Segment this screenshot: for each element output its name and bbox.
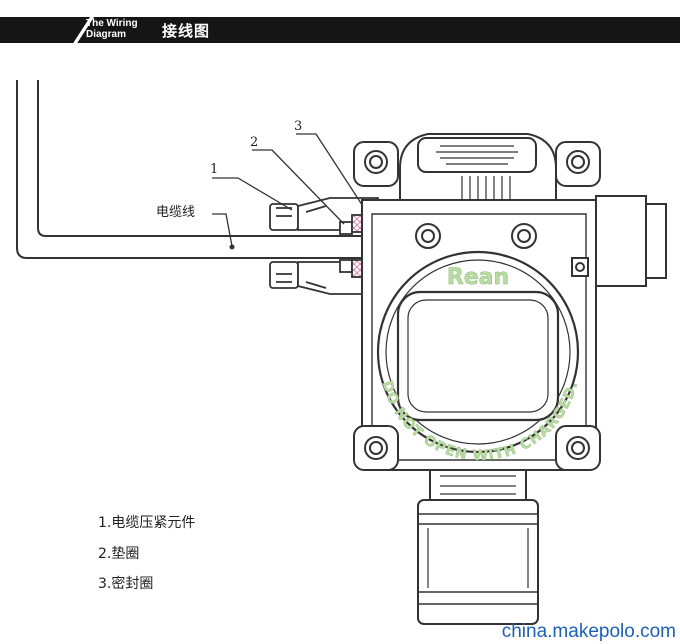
watermark: china.makepolo.com — [501, 621, 676, 642]
header-bar — [0, 17, 680, 43]
header-title-en-line2: Diagram — [86, 29, 127, 40]
cable-callout-dot — [229, 244, 235, 250]
brand-logo-text: Rean — [447, 265, 509, 290]
header-title-en-line1: The Wiring — [86, 18, 138, 29]
cable — [16, 80, 365, 259]
header-title-cn: 接线图 — [162, 22, 211, 40]
legend-item-1: 1.电缆压紧元件 — [98, 515, 196, 531]
callout-1: 1 — [210, 162, 218, 177]
legend-item-3: 3.密封圈 — [98, 576, 154, 592]
legend-item-2: 2.垫圈 — [98, 546, 140, 562]
callout-3: 3 — [294, 119, 302, 134]
callout-2: 2 — [250, 135, 258, 150]
header-title-en: The Wiring Diagram — [86, 18, 156, 40]
callout-leaders — [212, 133, 369, 247]
cable-label: 电缆线 — [156, 204, 195, 220]
header-slash-divider — [70, 14, 96, 48]
detector-housing — [353, 133, 667, 625]
